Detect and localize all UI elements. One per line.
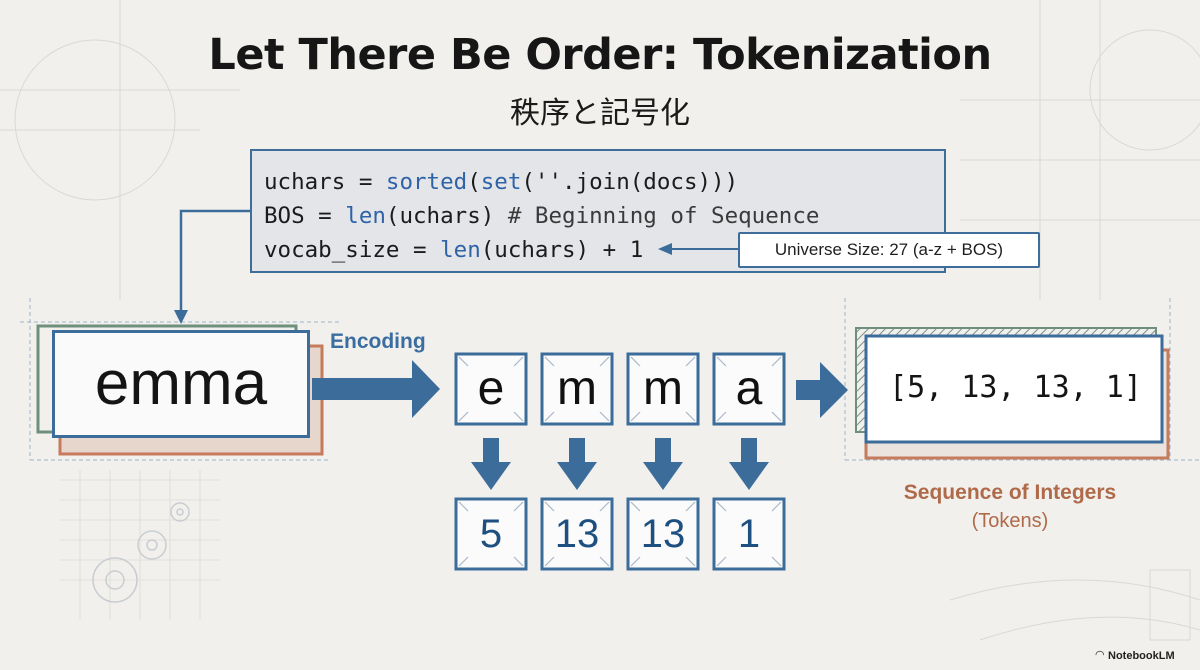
tokens-label: (Tokens) <box>971 510 1049 532</box>
watermark: NotebookLM <box>1108 650 1175 662</box>
token-id-tile <box>712 497 786 571</box>
page-title: Let There Be Order: Tokenization <box>208 30 992 80</box>
code-token: len <box>345 203 386 229</box>
code-token: set <box>480 169 522 195</box>
code-to-word-connector <box>179 209 250 312</box>
page-subtitle: 秩序と記号化 <box>510 96 690 131</box>
character-label: a <box>735 362 763 415</box>
token-id-tile <box>540 497 614 571</box>
token-id-label: 5 <box>479 512 503 556</box>
connector-arrowhead <box>174 310 188 324</box>
character-label: m <box>643 362 683 415</box>
encoding-label: Encoding <box>330 330 426 353</box>
encoding-arrow-shaft <box>312 378 416 400</box>
callout-pointer-arrowhead <box>658 243 672 255</box>
code-token: (''.join(docs))) <box>521 169 739 195</box>
code-line-3: vocab_size = len(uchars) + 1 <box>264 233 944 267</box>
code-token: sorted <box>385 169 468 195</box>
character-tile <box>454 352 528 426</box>
token-id-label: 1 <box>737 512 761 556</box>
down-arrow <box>471 438 511 490</box>
code-line-2: BOS = len(uchars) # Beginning of Sequenc… <box>264 199 944 233</box>
code-token: (uchars) + 1 <box>480 237 644 263</box>
code-token: BOS = <box>264 203 346 229</box>
code-token: (uchars) <box>385 203 508 229</box>
down-arrow <box>729 438 769 490</box>
result-card <box>864 334 1164 444</box>
token-sequence: [5, 13, 13, 1] <box>889 370 1142 405</box>
character-label: e <box>477 362 505 415</box>
code-token: uchars = <box>264 169 386 195</box>
notebooklm-logo-icon: ◠ <box>1095 649 1105 661</box>
character-label: m <box>557 362 597 415</box>
universe-size-callout: Universe Size: 27 (a-z + BOS) <box>738 232 1040 268</box>
character-tile <box>712 352 786 426</box>
character-tile <box>540 352 614 426</box>
down-arrow <box>557 438 597 490</box>
character-tile <box>626 352 700 426</box>
gear-icon <box>92 502 190 603</box>
token-id-tile <box>626 497 700 571</box>
sequence-label: Sequence of Integers <box>903 481 1117 504</box>
input-word-card <box>52 330 310 438</box>
code-token: ( <box>467 169 481 195</box>
token-id-tile <box>454 497 528 571</box>
code-token: # Beginning of Sequence <box>507 203 820 229</box>
code-token: vocab_size = <box>264 237 441 263</box>
result-arrowhead <box>820 362 848 418</box>
token-id-label: 13 <box>554 512 600 556</box>
code-line-1: uchars = sorted(set(''.join(docs))) <box>264 165 944 199</box>
encoding-arrowhead <box>412 360 440 418</box>
down-arrow <box>643 438 683 490</box>
token-id-label: 13 <box>640 512 686 556</box>
result-arrow-shaft <box>796 380 822 400</box>
input-word: emma <box>94 349 268 418</box>
code-token: len <box>440 237 481 263</box>
